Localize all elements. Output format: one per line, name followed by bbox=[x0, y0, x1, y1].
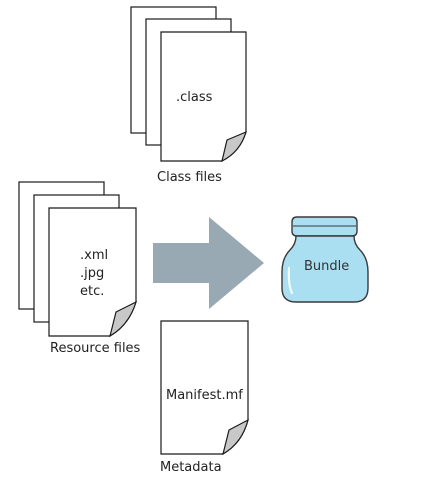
right-arrow-icon bbox=[153, 217, 264, 309]
class-file-label: .class bbox=[176, 90, 213, 105]
jar-shine bbox=[287, 266, 294, 295]
class-files-caption: Class files bbox=[157, 170, 222, 185]
metadata-caption: Metadata bbox=[160, 460, 222, 475]
class-files-stack: .class bbox=[130, 6, 247, 163]
resource-page-front bbox=[48, 207, 137, 338]
page-curl-icon bbox=[109, 300, 137, 338]
class-page-front bbox=[160, 31, 247, 163]
resource-file-line-3: etc. bbox=[80, 284, 104, 299]
page-curl-icon bbox=[222, 418, 249, 456]
resource-files-stack: .xml .jpg etc. bbox=[18, 181, 137, 338]
jar-icon: Bundle bbox=[281, 216, 369, 303]
resource-file-line-2: .jpg bbox=[80, 266, 104, 281]
page-curl-icon bbox=[221, 130, 247, 163]
bundle-label: Bundle bbox=[304, 259, 349, 274]
jar-body bbox=[281, 235, 369, 303]
manifest-label: Manifest.mf bbox=[166, 388, 243, 403]
metadata-page: Manifest.mf bbox=[160, 320, 249, 456]
resource-files-caption: Resource files bbox=[50, 341, 141, 356]
resource-file-line-1: .xml bbox=[80, 248, 108, 263]
